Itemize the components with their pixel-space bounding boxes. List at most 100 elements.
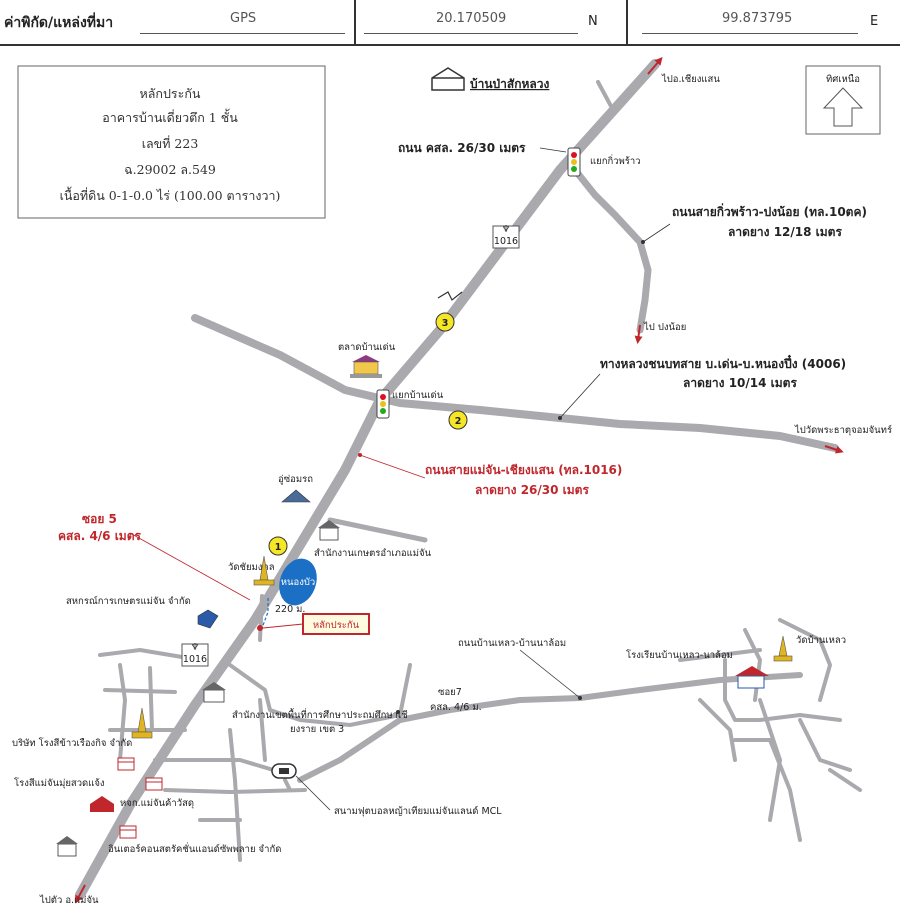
village-title: บ้านป่าสักหลวง <box>431 67 550 91</box>
temple-icon-ban-lao <box>773 635 793 662</box>
stadium-road <box>283 778 292 792</box>
collateral-marker: หลักประกัน <box>257 613 370 635</box>
edu-office-road <box>228 663 402 727</box>
label-rice-mill: โรงสีแม่จันมุ่ยสวดแจ้ง <box>14 777 105 789</box>
collateral-house-no: เลขที่ 223 <box>142 135 199 151</box>
shop-icon-1 <box>117 757 135 771</box>
village-name: บ้านป่าสักหลวง <box>470 77 550 91</box>
arrow-wat <box>824 445 844 454</box>
label-garage: อู่ซ่อมรถ <box>278 474 313 485</box>
label-inter-supply: อินเตอร์คอนสตรัคชั่นแอนด์ซัพพลาย จำกัด <box>108 842 282 855</box>
coop-icon <box>197 609 219 629</box>
rice-company-icon <box>131 707 153 739</box>
soi5-road <box>258 594 264 642</box>
coordinate-header: ค่าพิกัด/แหล่งที่มา GPS 20.170509 N 99.8… <box>0 0 900 46</box>
traffic-light-kio-phrao <box>567 147 581 177</box>
label-soi5-surface: คสล. 4/6 เมตร <box>58 529 142 543</box>
soi7-road <box>398 663 412 717</box>
marker-1: 1 <box>268 536 288 556</box>
marker-2: 2 <box>448 410 468 430</box>
latitude-suffix: N <box>588 14 598 29</box>
hospital-icon <box>56 836 78 857</box>
road-network <box>75 59 862 900</box>
lao-nalom-road <box>297 672 803 783</box>
school-icon <box>735 666 769 689</box>
collateral-area: เนื้อที่ดิน 0-1-0.0 ไร่ (100.00 ตารางวา) <box>60 186 281 203</box>
svg-text:♆: ♆ <box>502 224 511 235</box>
label-den-junction: แยกบ้านเด่น <box>392 390 444 401</box>
collateral-title: หลักประกัน <box>140 86 201 101</box>
town-grid-west <box>98 648 307 862</box>
market-icon <box>350 355 382 378</box>
garage-icon <box>281 489 311 503</box>
label-main-road: ถนนสายแม่จัน-เชียงแสน (ทล.1016) <box>425 463 622 477</box>
road-break-mark <box>437 291 463 301</box>
arrow-pong-noi <box>634 324 643 344</box>
label-kio-phrao-junction: แยกกิ่วพร้าว <box>590 154 641 167</box>
label-den-market: ตลาดบ้านเด่น <box>338 342 396 353</box>
svg-text:2: 2 <box>455 416 462 427</box>
longitude-suffix: E <box>870 14 879 29</box>
agri-office-icon <box>318 520 340 541</box>
coord-source: GPS <box>230 11 257 26</box>
route-shield-north: ♆ 1016 <box>492 224 520 249</box>
kio-phrao-road <box>571 166 652 334</box>
route-number-north: 1016 <box>494 236 518 247</box>
collateral-tag-label: หลักประกัน <box>313 620 360 631</box>
label-rural-road: ทางหลวงชนบทสาย บ.เด่น-บ.หนองปึ๋ง (4006) <box>600 354 846 371</box>
route-number-south: 1016 <box>183 654 207 665</box>
north-compass: ทิศเหนือ <box>805 65 881 135</box>
label-wat-ban-lao: วัดบ้านเหลว <box>796 635 846 646</box>
label-stadium: สนามฟุตบอลหญ้าเทียมแม่จันแลนด์ MCL <box>334 805 502 817</box>
collateral-box-frame <box>17 65 326 219</box>
header-source-cell: ค่าพิกัด/แหล่งที่มา GPS <box>0 0 356 44</box>
source-underline <box>140 33 345 34</box>
lon-underline <box>642 33 858 34</box>
marker-3: 3 <box>435 312 455 332</box>
label-main-surface: ลาดยาง 26/30 เมตร <box>475 483 589 497</box>
location-map: หลักประกัน อาคารบ้านเดี่ยวตึก 1 ชั้น เลข… <box>12 56 892 906</box>
label-to-pong-noi: ไป ปงน้อย <box>643 321 686 333</box>
hardware-icon <box>90 796 114 812</box>
distance-path <box>261 598 269 629</box>
lat-underline <box>364 33 578 34</box>
label-kio-phrao-surface: ลาดยาง 12/18 เมตร <box>728 225 842 239</box>
label-to-mae-chan: ไปตัว อ.แม่จัน <box>39 894 99 906</box>
label-lao-road: ถนนบ้านเหลว-บ้านนาล้อม <box>458 638 566 649</box>
longitude-value: 99.873795 <box>722 11 793 26</box>
highway-1016 <box>75 59 660 900</box>
office-side-road <box>327 517 428 543</box>
label-soi7-surface: คสล. 4/6 ม. <box>430 702 482 713</box>
label-hardware: หจก.แม่จันค้าวัสดุ <box>120 798 194 809</box>
arrow-mae-chan <box>75 884 86 904</box>
svg-text:1: 1 <box>275 542 282 553</box>
shop-icon-3 <box>119 825 137 839</box>
label-to-wat: ไปวัดพระธาตุจอมจันทร์ <box>794 424 892 436</box>
town-grid-east <box>678 618 862 842</box>
collateral-info-box: หลักประกัน อาคารบ้านเดี่ยวตึก 1 ชั้น เลข… <box>17 65 326 219</box>
label-coop: สหกรณ์การเกษตรแม่จัน จำกัด <box>66 595 191 607</box>
label-kso-road: ถนน คสล. 26/30 เมตร <box>398 141 526 155</box>
edu-office-icon <box>202 682 226 703</box>
coord-label: ค่าพิกัด/แหล่งที่มา <box>4 15 114 31</box>
latitude-value: 20.170509 <box>436 11 507 26</box>
header-lon-cell: 99.873795 E <box>628 0 900 44</box>
temple-icon-chai-mongkol <box>253 555 275 586</box>
compass-label: ทิศเหนือ <box>826 74 860 85</box>
collateral-building: อาคารบ้านเดี่ยวตึก 1 ชั้น <box>102 108 238 125</box>
label-soi5: ซอย 5 <box>82 512 117 526</box>
label-pond: หนองบัว <box>281 577 315 588</box>
label-lao-school: โรงเรียนบ้านเหลว-นาล้อม <box>626 649 733 661</box>
branch-road-top <box>596 80 614 110</box>
north-arrow-icon <box>822 87 864 127</box>
svg-text:3: 3 <box>442 318 449 329</box>
label-wat-chai-mongkol: วัดชัยมงคล <box>228 562 275 573</box>
label-district-sign: ยงราย เขต 3 <box>290 724 344 735</box>
route-shield-south: ♆ 1016 <box>181 642 209 667</box>
house-icon <box>431 67 465 91</box>
direction-arrows <box>75 56 844 904</box>
traffic-light-den <box>376 389 390 419</box>
header-lat-cell: 20.170509 N <box>356 0 628 44</box>
label-agri-office: สำนักงานเกษตรอำเภอแม่จัน <box>314 548 432 559</box>
collateral-tag-frame <box>302 613 370 635</box>
